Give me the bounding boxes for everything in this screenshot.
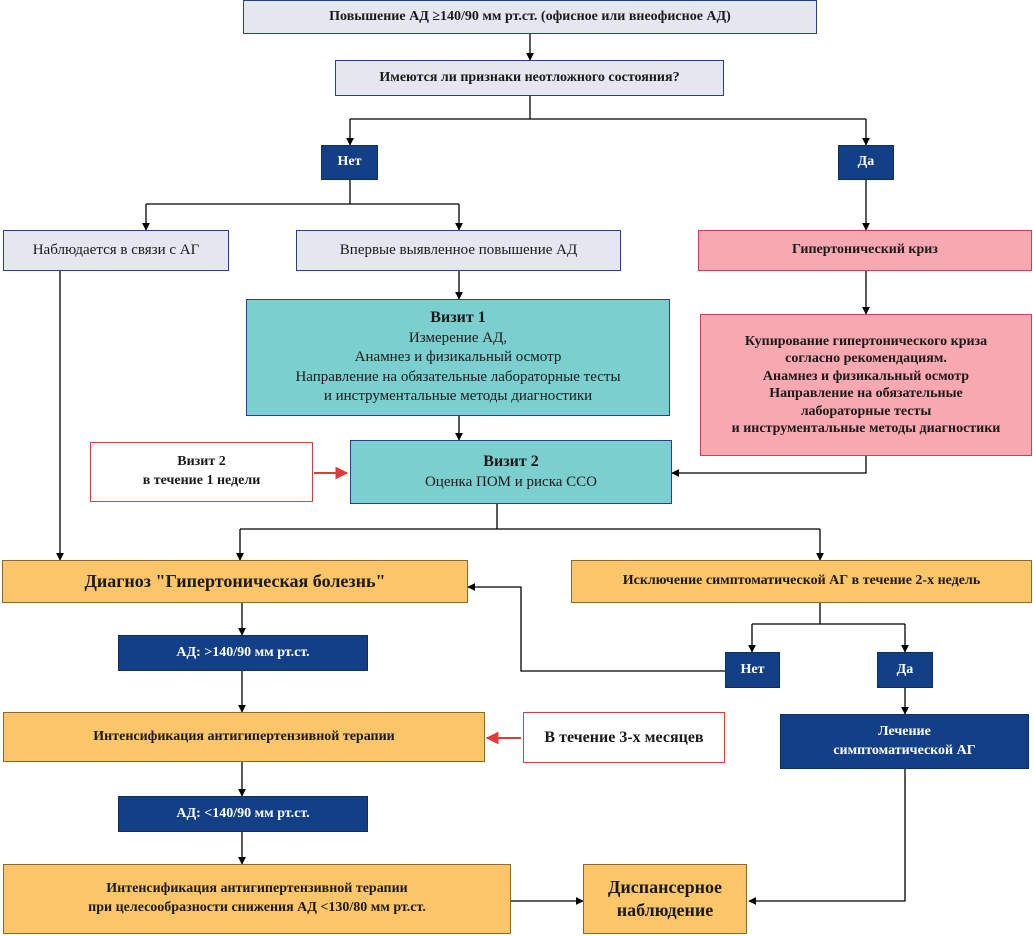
arrow-relief-to-visit2 xyxy=(671,456,867,477)
exclusion-box: Исключение симптоматической АГ в течение… xyxy=(571,560,1032,603)
three-months-text: В течение 3-х месяцев xyxy=(544,728,704,746)
visit1-line: Анамнез и физикальный осмотр xyxy=(354,349,562,366)
emergency-question-box: Имеются ли признаки неотложного состояни… xyxy=(335,60,724,96)
arrow-no-to-diagnosis xyxy=(467,583,725,672)
diagnosis-box: Диагноз "Гипертоническая болезнь" xyxy=(2,560,468,603)
visit2-note-line: Визит 2 xyxy=(177,454,226,470)
crisis-relief-line: лабораторные тесты xyxy=(800,403,932,419)
dispensary-box: Диспансерное наблюдение xyxy=(583,864,747,934)
crisis-relief-line: Купирование гипертонического криза xyxy=(744,333,988,349)
symptomatic-treatment-line: симптоматической АГ xyxy=(833,742,976,758)
visit2-line: Оценка ПОМ и риска ССО xyxy=(424,473,598,490)
no-top-box: Нет xyxy=(321,145,378,180)
bp-low-text: АД: <140/90 мм рт.ст. xyxy=(176,805,310,821)
three-months-box: В течение 3-х месяцев xyxy=(523,712,725,763)
diagnosis-text: Диагноз "Гипертоническая болезнь" xyxy=(84,571,386,592)
visit1-box: Визит 1 Измерение АД, Анамнез и физикаль… xyxy=(246,299,670,416)
crisis-relief-line: Направление на обязательные xyxy=(769,386,963,401)
intensification2-line: Интенсификация антигипертензивной терапи… xyxy=(106,881,408,897)
observed-box: Наблюдается в связи с АГ xyxy=(3,230,229,271)
crisis-box: Гипертонический криз xyxy=(698,230,1032,271)
visit2-note-box: Визит 2 в течение 1 недели xyxy=(90,442,313,502)
yes-top-text: Да xyxy=(857,154,875,170)
intensification-box: Интенсификация антигипертензивной терапи… xyxy=(3,712,485,762)
yes-top-box: Да xyxy=(838,145,894,180)
visit1-line: и инструментальные методы диагностики xyxy=(323,388,593,405)
dispensary-line: наблюдение xyxy=(616,900,714,920)
visit1-line: Направление на обязательные лабораторные… xyxy=(295,368,621,385)
no-top-text: Нет xyxy=(337,154,362,170)
visit2-title: Визит 2 xyxy=(483,452,539,470)
no-bottom-box: Нет xyxy=(725,652,780,688)
yes-bottom-box: Да xyxy=(877,652,933,688)
intensification2-line: при целесообразности снижения АД <130/80… xyxy=(88,900,426,915)
no-bottom-text: Нет xyxy=(740,661,765,677)
raised-bp-box: Повышение АД ≥140/90 мм рт.ст. (офисное … xyxy=(243,0,817,34)
bp-high-text: АД: >140/90 мм рт.ст. xyxy=(176,644,310,660)
intensification-text: Интенсификация антигипертензивной терапи… xyxy=(93,728,395,744)
crisis-relief-box: Купирование гипертонического криза согла… xyxy=(700,314,1032,456)
bp-low-box: АД: <140/90 мм рт.ст. xyxy=(118,796,368,832)
intensification2-box: Интенсификация антигипертензивной терапи… xyxy=(3,864,511,934)
visit1-line: Измерение АД, xyxy=(408,329,508,346)
symptomatic-treatment-line: Лечение xyxy=(878,723,931,739)
exclusion-text: Исключение симптоматической АГ в течение… xyxy=(622,573,981,589)
bp-high-box: АД: >140/90 мм рт.ст. xyxy=(118,635,368,671)
visit1-title: Визит 1 xyxy=(430,309,486,327)
crisis-relief-line: согласно рекомендациям. xyxy=(785,351,947,366)
crisis-relief-line: и инструментальные методы диагностики xyxy=(731,421,1001,436)
dispensary-line: Диспансерное xyxy=(607,876,723,897)
visit2-box: Визит 2 Оценка ПОМ и риска ССО xyxy=(350,440,672,504)
raised-bp-text: Повышение АД ≥140/90 мм рт.ст. (офисное … xyxy=(329,8,731,24)
crisis-relief-line: Анамнез и физикальный осмотр xyxy=(762,368,970,384)
first-detected-box: Впервые выявленное повышение АД xyxy=(296,230,621,271)
observed-text: Наблюдается в связи с АГ xyxy=(32,241,200,258)
yes-bottom-text: Да xyxy=(896,661,914,677)
emergency-question-text: Имеются ли признаки неотложного состояни… xyxy=(379,69,680,85)
symptomatic-treatment-box: Лечение симптоматической АГ xyxy=(780,714,1029,769)
crisis-text: Гипертонический криз xyxy=(792,242,938,258)
visit2-note-line: в течение 1 недели xyxy=(142,473,261,488)
arrow-treatment-to-dispensary xyxy=(748,769,906,905)
first-detected-text: Впервые выявленное повышение АД xyxy=(339,241,578,258)
